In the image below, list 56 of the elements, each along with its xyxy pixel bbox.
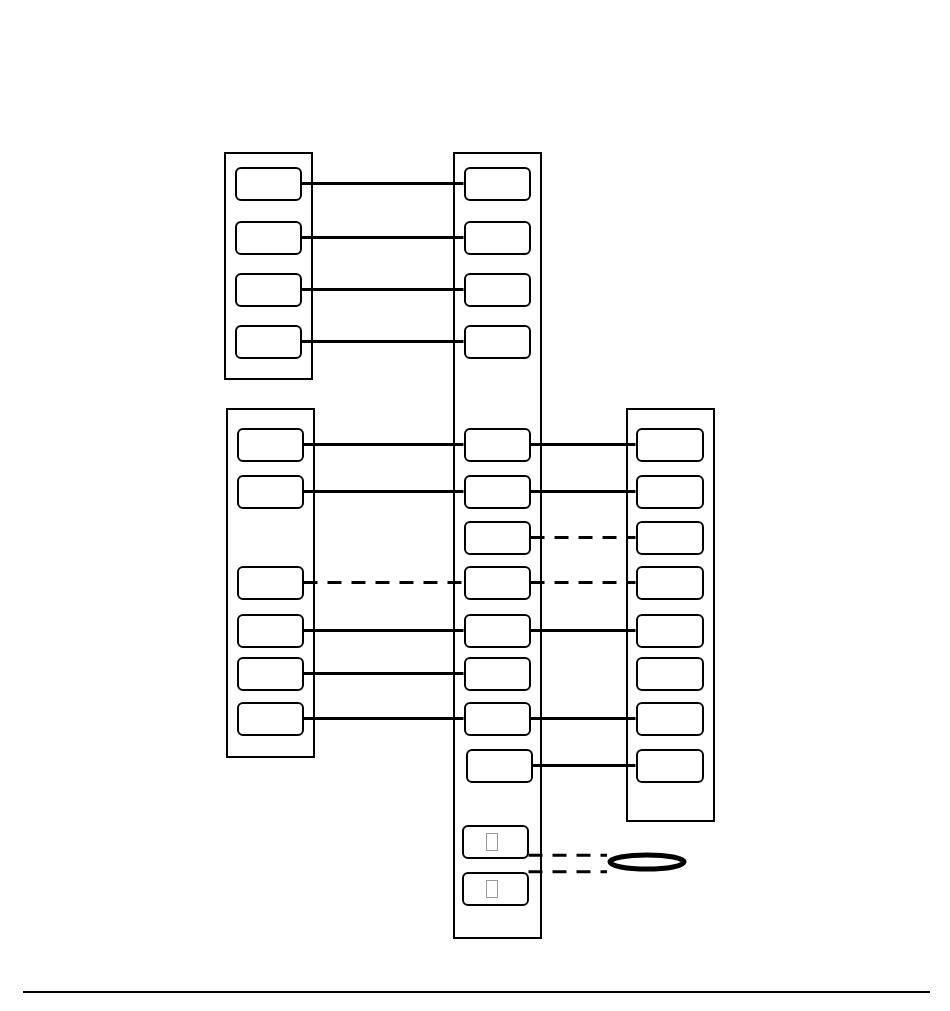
rounded-box [461, 871, 529, 906]
connector-line [530, 629, 636, 632]
connector-line [301, 236, 464, 239]
rounded-box [236, 701, 304, 736]
rounded-box [234, 166, 302, 201]
rounded-box [461, 824, 529, 859]
dashed-connector [303, 581, 464, 584]
rounded-box [635, 613, 704, 648]
group-panel [224, 152, 313, 380]
connector-line [301, 288, 464, 291]
dashed-connector [530, 536, 636, 539]
rounded-box [463, 166, 531, 201]
connector-line [530, 443, 636, 446]
rounded-box [635, 474, 704, 509]
connector-line [303, 717, 464, 720]
rounded-box [463, 613, 531, 648]
rounded-box [463, 656, 531, 691]
rounded-box [463, 324, 531, 359]
rounded-box [635, 565, 704, 600]
connector-line [303, 443, 464, 446]
rounded-box [236, 474, 304, 509]
rounded-box [236, 613, 304, 648]
group-panel [453, 152, 542, 939]
rounded-box [635, 427, 704, 462]
rounded-box [234, 272, 302, 307]
rounded-box [635, 656, 704, 691]
rounded-box [463, 474, 531, 509]
rounded-box [463, 427, 531, 462]
connector-line [532, 764, 636, 767]
group-panel [226, 408, 315, 758]
connector-line [530, 490, 636, 493]
rounded-box [236, 565, 304, 600]
rounded-box [463, 701, 531, 736]
dashed-connector [530, 581, 636, 584]
rounded-box [635, 748, 704, 783]
rounded-box [463, 220, 531, 255]
rounded-box [234, 220, 302, 255]
rounded-box [465, 748, 533, 783]
rounded-box [234, 324, 302, 359]
dashed-connector [528, 870, 607, 874]
rounded-box [236, 656, 304, 691]
rounded-box [635, 520, 704, 555]
connector-line [301, 182, 464, 185]
rounded-box [463, 272, 531, 307]
rounded-box [236, 427, 304, 462]
ellipse-shape [607, 852, 687, 872]
connector-line [303, 672, 464, 675]
rounded-box [463, 565, 531, 600]
dashed-connector [528, 853, 607, 857]
connector-line [303, 629, 464, 632]
connector-line [303, 490, 464, 493]
connector-line [530, 717, 636, 720]
group-panel [626, 408, 715, 822]
rounded-box [463, 520, 531, 555]
connector-line [301, 340, 464, 343]
rounded-box [635, 701, 704, 736]
